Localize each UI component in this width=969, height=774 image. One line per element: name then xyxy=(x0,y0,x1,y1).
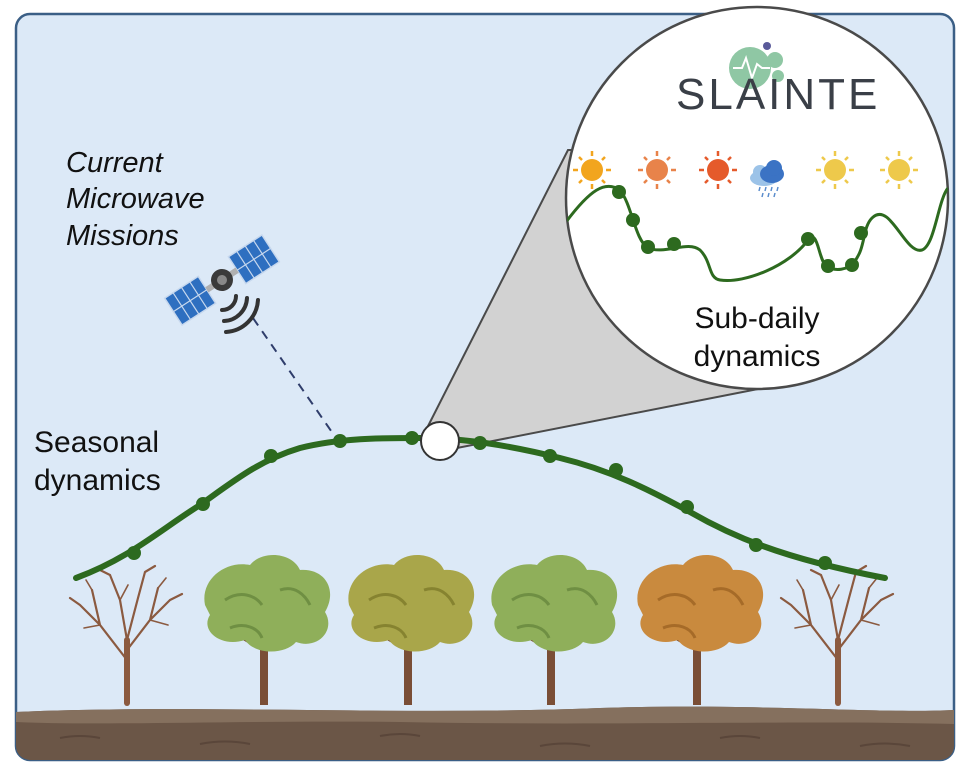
observation-point xyxy=(801,232,815,246)
observation-point xyxy=(612,185,626,199)
zoom-focus-circle xyxy=(420,421,460,461)
leafy-tree xyxy=(204,554,331,705)
observation-point xyxy=(821,259,835,273)
label-line: Seasonal xyxy=(34,426,160,459)
observation-point xyxy=(667,237,681,251)
observation-point xyxy=(127,546,141,560)
sun-icon xyxy=(816,151,854,189)
zoom-circle xyxy=(564,5,950,391)
soil-ground xyxy=(16,706,954,760)
observation-point xyxy=(196,497,210,511)
rain-cloud-icon xyxy=(750,160,784,198)
observation-point xyxy=(749,538,763,552)
observation-point xyxy=(333,434,347,448)
subdaily-dynamics-label: Sub-daily dynamics xyxy=(672,300,842,375)
current-missions-label: Current Microwave Missions xyxy=(66,145,205,254)
label-line: Missions xyxy=(66,219,179,252)
sun-icon xyxy=(699,151,737,189)
slainte-logo-mark xyxy=(729,42,784,89)
sun-icon xyxy=(573,151,611,189)
label-line: Current xyxy=(66,147,163,179)
sun-icon xyxy=(638,151,676,189)
bare-tree xyxy=(779,564,895,706)
leafy-tree xyxy=(348,554,475,705)
observation-point xyxy=(626,213,640,227)
signal-waves-icon xyxy=(220,294,260,334)
observation-point xyxy=(641,240,655,254)
observation-point xyxy=(405,431,419,445)
label-line: dynamics xyxy=(693,339,821,373)
label-line: dynamics xyxy=(34,463,161,497)
observation-point xyxy=(264,449,278,463)
seasonal-observations xyxy=(127,431,832,570)
observation-point xyxy=(854,226,868,240)
label-line: Sub-daily xyxy=(694,302,820,335)
leafy-tree xyxy=(637,554,764,705)
satellite-beam xyxy=(252,317,337,439)
observation-point xyxy=(818,556,832,570)
observation-point xyxy=(543,449,557,463)
observation-point xyxy=(609,463,623,477)
observation-point xyxy=(680,500,694,514)
sun-icon xyxy=(880,151,918,189)
label-line: Microwave xyxy=(66,183,205,216)
slainte-logo-text: SLAINTE xyxy=(676,70,881,119)
bare-tree xyxy=(68,564,184,706)
seasonal-dynamics-label: Seasonal dynamics xyxy=(34,424,161,499)
observation-point xyxy=(473,436,487,450)
observation-point xyxy=(845,258,859,272)
subdaily-observations xyxy=(612,185,868,273)
satellite-icon xyxy=(163,233,281,327)
leafy-tree xyxy=(491,554,618,705)
